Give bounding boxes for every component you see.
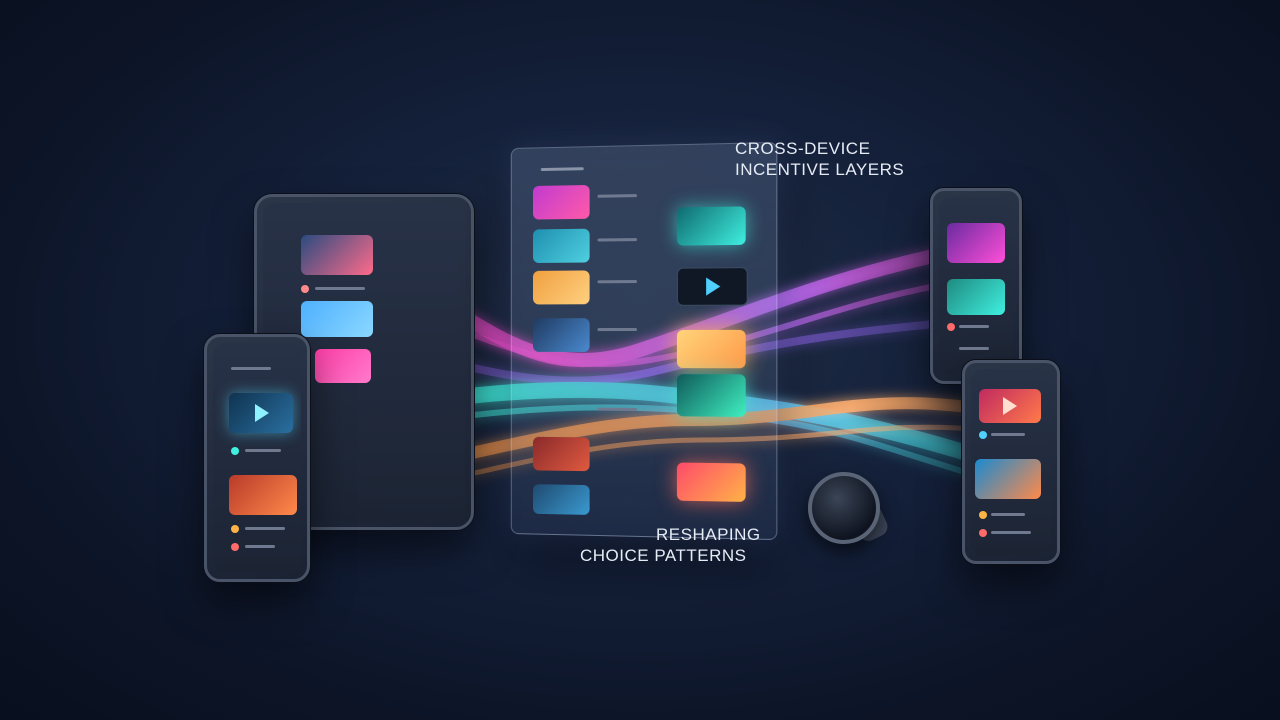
tablet-line-1 bbox=[315, 287, 365, 290]
tablet-thumb-2 bbox=[301, 301, 373, 337]
left-phone-line-3 bbox=[245, 527, 285, 530]
panel-header-line bbox=[540, 167, 584, 172]
right-bottom-video bbox=[979, 389, 1041, 423]
play-icon bbox=[1003, 397, 1017, 415]
tablet-thumb-1 bbox=[301, 235, 373, 275]
left-phone-line-4 bbox=[245, 545, 275, 548]
left-phone-device bbox=[204, 334, 310, 582]
panel-left-line-2 bbox=[597, 238, 638, 242]
left-phone-line-1 bbox=[231, 367, 271, 370]
panel-left-thumb-6 bbox=[533, 484, 590, 515]
right-phone-top-device bbox=[930, 188, 1022, 384]
panel-right-card-3 bbox=[676, 329, 746, 369]
right-top-thumb-2 bbox=[947, 279, 1005, 315]
center-glass-panel bbox=[510, 141, 778, 541]
caption-top-line-2: INCENTIVE LAYERS bbox=[735, 160, 905, 179]
caption-cross-device: CROSS-DEVICE INCENTIVE LAYERS bbox=[735, 138, 904, 180]
panel-right-card-5 bbox=[676, 462, 746, 502]
right-top-dot-1 bbox=[947, 323, 955, 331]
right-bottom-dot-3 bbox=[979, 529, 987, 537]
panel-left-thumb-2 bbox=[533, 228, 590, 264]
caption-top-line-1: CROSS-DEVICE bbox=[735, 139, 871, 158]
caption-reshaping: RESHAPING CHOICE PATTERNS bbox=[580, 524, 761, 566]
right-phone-top-screen bbox=[939, 197, 1013, 375]
panel-right-card-1 bbox=[676, 206, 746, 246]
play-icon bbox=[255, 404, 269, 422]
panel-left-line-5 bbox=[597, 407, 638, 411]
tablet-thumb-3 bbox=[315, 349, 371, 383]
left-phone-dot-3 bbox=[231, 543, 239, 551]
right-top-thumb-1 bbox=[947, 223, 1005, 263]
panel-left-line-1 bbox=[597, 194, 638, 198]
panel-right-card-2 bbox=[676, 267, 748, 306]
play-icon bbox=[706, 277, 721, 296]
tablet-dot-1 bbox=[301, 285, 309, 293]
right-bottom-dot-2 bbox=[979, 511, 987, 519]
left-phone-screen bbox=[213, 343, 301, 573]
right-top-line-2 bbox=[959, 347, 989, 350]
left-phone-dot-2 bbox=[231, 525, 239, 533]
right-phone-bottom-device bbox=[962, 360, 1060, 564]
right-bottom-thumb bbox=[975, 459, 1041, 499]
right-top-line-1 bbox=[959, 325, 989, 328]
caption-bottom-line-1: RESHAPING bbox=[656, 525, 761, 544]
panel-left-thumb-1 bbox=[533, 184, 590, 220]
right-phone-bottom-screen bbox=[971, 369, 1051, 555]
panel-right-card-4 bbox=[676, 374, 746, 417]
left-phone-dot-1 bbox=[231, 447, 239, 455]
smartwatch bbox=[806, 472, 891, 545]
panel-left-thumb-5 bbox=[533, 436, 590, 472]
caption-bottom-line-2: CHOICE PATTERNS bbox=[580, 546, 747, 565]
left-phone-video bbox=[229, 393, 293, 433]
right-bottom-line-1 bbox=[991, 433, 1025, 436]
left-phone-thumb bbox=[229, 475, 297, 515]
right-bottom-line-3 bbox=[991, 531, 1031, 534]
panel-left-thumb-4 bbox=[533, 318, 590, 352]
right-bottom-dot-1 bbox=[979, 431, 987, 439]
panel-left-thumb-3 bbox=[533, 270, 590, 305]
left-phone-line-2 bbox=[245, 449, 281, 452]
panel-left-line-3 bbox=[597, 280, 638, 284]
smartwatch-face bbox=[808, 472, 880, 544]
panel-left-line-4 bbox=[597, 328, 638, 332]
right-bottom-line-2 bbox=[991, 513, 1025, 516]
